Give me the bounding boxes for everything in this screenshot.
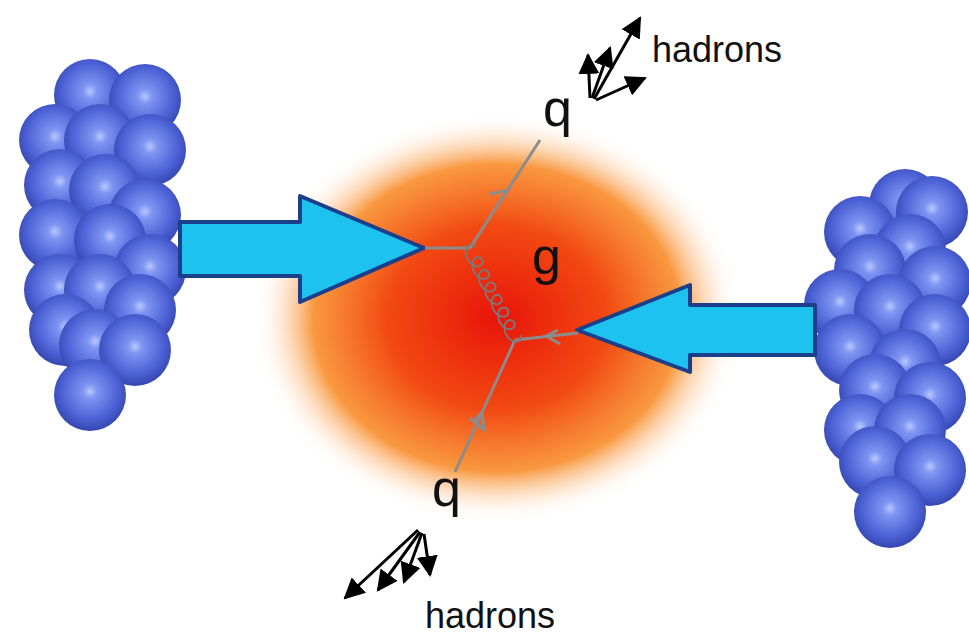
nucleon-sphere	[54, 359, 126, 431]
quark-arrowhead	[546, 330, 560, 344]
quark-arrowhead	[490, 190, 508, 206]
quark-label: q	[543, 80, 572, 137]
beam-arrow	[577, 285, 815, 372]
quark-line	[425, 247, 470, 250]
hadrons-label: hadrons	[425, 596, 555, 636]
hadrons-label: hadrons	[652, 30, 782, 70]
quark-line	[470, 140, 540, 248]
hadron-arrows	[345, 18, 645, 598]
right-nucleus	[804, 169, 969, 548]
gluon-label: g	[532, 228, 561, 285]
quark-label: q	[432, 460, 461, 517]
gluon-coil	[466, 245, 521, 342]
feynman-diagram	[425, 140, 578, 472]
nucleon-sphere	[854, 476, 926, 548]
quark-arrowhead	[470, 412, 484, 430]
left-nucleus	[19, 59, 186, 431]
beam-arrow	[180, 196, 424, 302]
quark-line	[455, 340, 515, 472]
